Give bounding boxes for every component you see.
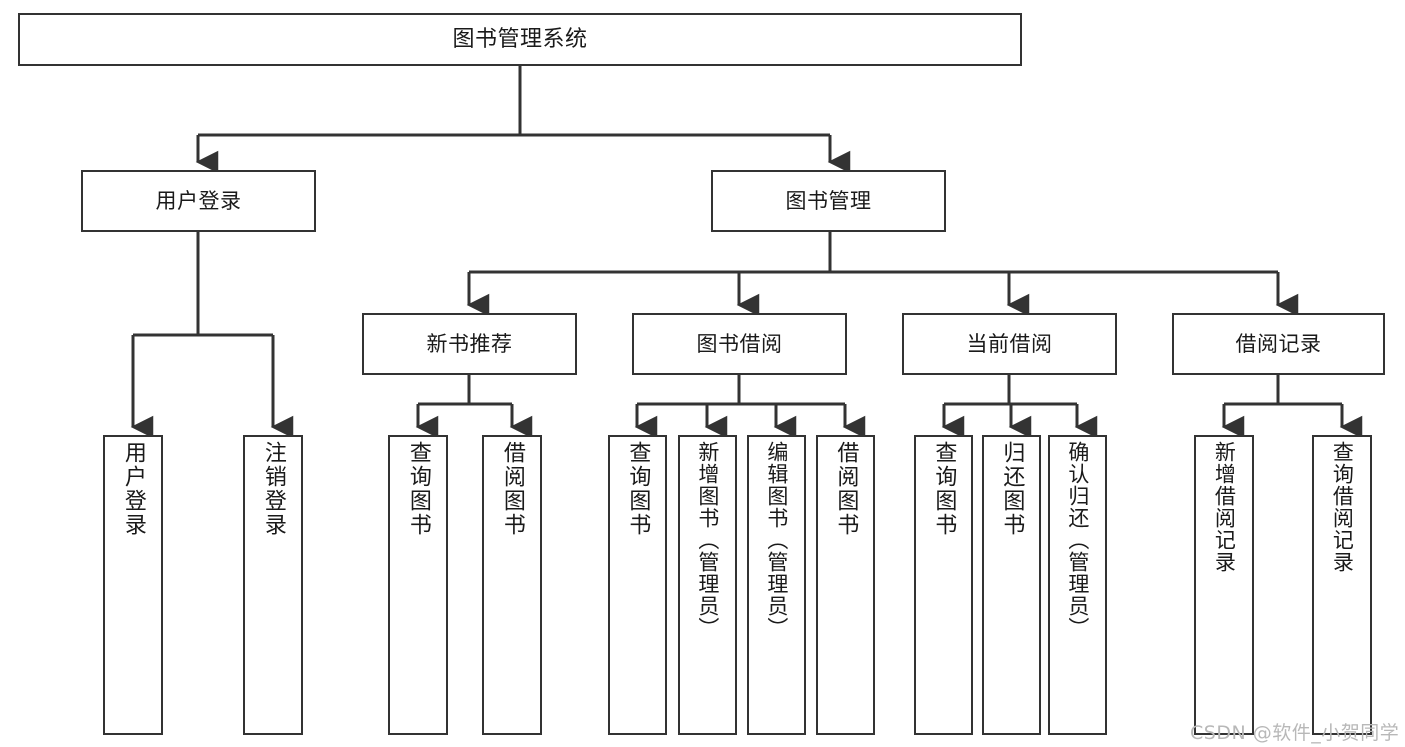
node-label: 图书管理系统 <box>452 26 588 52</box>
node-label: 借阅图书 <box>499 441 525 537</box>
node-leaf-return-book[interactable]: 归还图书 <box>982 435 1041 735</box>
node-label: 归还图书 <box>999 441 1025 537</box>
csdn-watermark: CSDN @软件_小贺同学 <box>1190 722 1400 744</box>
node-label: 新增借阅记录 <box>1212 441 1237 573</box>
node-label: 确认归还（管理员） <box>1065 441 1090 639</box>
node-borrow-record[interactable]: 借阅记录 <box>1172 313 1385 375</box>
node-leaf-query-record[interactable]: 查询借阅记录 <box>1312 435 1372 735</box>
node-leaf-user-login[interactable]: 用户登录 <box>103 435 163 735</box>
node-leaf-add-record[interactable]: 新增借阅记录 <box>1194 435 1254 735</box>
node-leaf-borrow-book-1[interactable]: 借阅图书 <box>482 435 542 735</box>
node-label: 查询借阅记录 <box>1330 441 1355 573</box>
node-label: 注销登录 <box>260 441 286 537</box>
node-label: 新增图书（管理员） <box>695 441 720 639</box>
node-label: 查询图书 <box>405 441 431 537</box>
node-leaf-confirm-return[interactable]: 确认归还（管理员） <box>1048 435 1107 735</box>
node-label: 借阅记录 <box>1235 331 1322 356</box>
node-label: 图书管理 <box>785 188 872 213</box>
node-label: 查询图书 <box>625 441 651 537</box>
node-new-book-rec[interactable]: 新书推荐 <box>362 313 577 375</box>
node-label: 用户登录 <box>155 188 242 213</box>
node-label: 查询图书 <box>931 441 957 537</box>
node-leaf-logout-login[interactable]: 注销登录 <box>243 435 303 735</box>
node-leaf-query-book-2[interactable]: 查询图书 <box>608 435 667 735</box>
node-label: 编辑图书（管理员） <box>764 441 789 639</box>
node-current-borrow[interactable]: 当前借阅 <box>902 313 1117 375</box>
node-book-borrow[interactable]: 图书借阅 <box>632 313 847 375</box>
node-leaf-borrow-book-2[interactable]: 借阅图书 <box>816 435 875 735</box>
node-root-system[interactable]: 图书管理系统 <box>18 13 1022 66</box>
node-label: 新书推荐 <box>426 331 513 356</box>
node-label: 借阅图书 <box>833 441 859 537</box>
node-label: 当前借阅 <box>966 331 1053 356</box>
node-leaf-query-book-1[interactable]: 查询图书 <box>388 435 448 735</box>
node-leaf-add-book[interactable]: 新增图书（管理员） <box>678 435 737 735</box>
node-label: 用户登录 <box>120 441 146 537</box>
node-leaf-edit-book[interactable]: 编辑图书（管理员） <box>747 435 806 735</box>
node-leaf-query-book-3[interactable]: 查询图书 <box>914 435 973 735</box>
node-label: 图书借阅 <box>696 331 783 356</box>
node-user-login[interactable]: 用户登录 <box>81 170 316 232</box>
node-book-manage[interactable]: 图书管理 <box>711 170 946 232</box>
